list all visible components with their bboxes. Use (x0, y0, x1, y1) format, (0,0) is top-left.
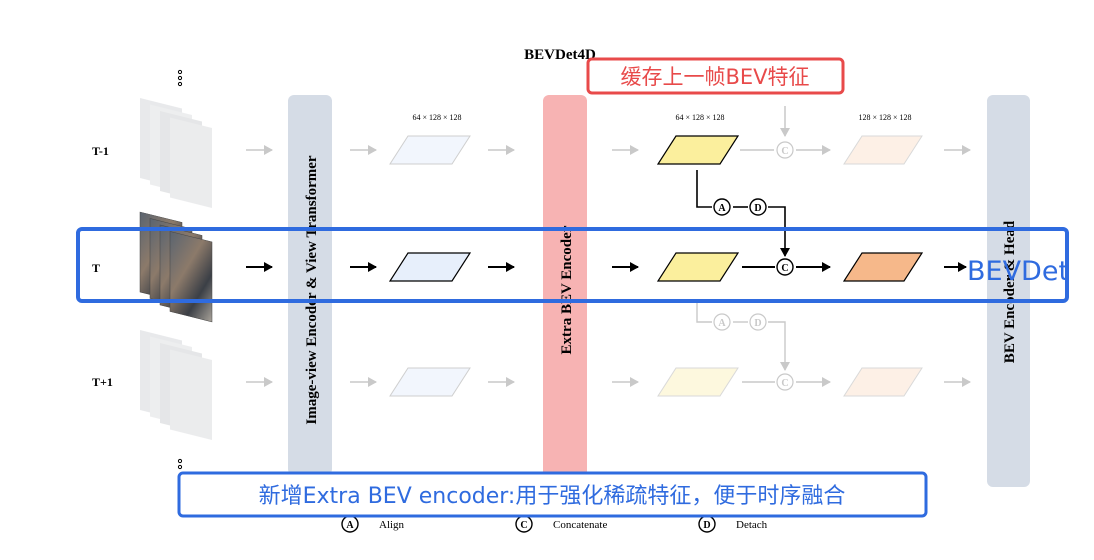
extra-encoder-annotation-text: 新增Extra BEV encoder:用于强化稀疏特征，便于时序融合 (259, 484, 846, 509)
svg-text:D: D (703, 520, 710, 531)
row-label-next: T+1 (92, 375, 113, 389)
feature-map-cur-2[interactable] (656, 252, 740, 282)
diagram-title: BEVDet4D (524, 47, 596, 63)
dim-label-1: 64 × 128 × 128 (412, 113, 461, 122)
svg-text:C: C (520, 520, 527, 531)
svg-text:A: A (346, 520, 354, 531)
dim-label-3: 128 × 128 × 128 (858, 113, 911, 122)
row-label-prev: T-1 (92, 144, 109, 158)
legend-concat-label: Concatenate (553, 519, 607, 531)
svg-text:A: A (718, 203, 726, 214)
extra-bev-encoder-block[interactable] (543, 95, 587, 487)
svg-text:C: C (781, 146, 788, 157)
bev-encoder-head-label: BEV Encoder & Head (1002, 220, 1018, 363)
legend-concat: C Concatenate (515, 515, 607, 533)
camera-stack-cur[interactable] (139, 211, 213, 323)
camera-stack-prev (140, 97, 212, 208)
ellipsis-top (177, 69, 183, 87)
legend-detach: D Detach (698, 515, 768, 533)
camera-stack-next (140, 330, 212, 440)
cache-annotation-text: 缓存上一帧BEV特征 (620, 65, 809, 89)
detach-op-faded: D (749, 313, 767, 331)
row-label-cur: T (92, 261, 100, 275)
svg-text:D: D (754, 203, 761, 214)
svg-text:A: A (718, 318, 726, 329)
legend-align: A Align (341, 515, 405, 533)
detach-op[interactable]: D (749, 198, 767, 216)
dim-label-2: 64 × 128 × 128 (675, 113, 724, 122)
feature-map-prev-2[interactable] (656, 135, 740, 165)
feature-map-next-3 (843, 367, 923, 397)
feature-map-next-2 (657, 367, 739, 397)
align-op[interactable]: A (713, 198, 731, 216)
temporal-link-faded (696, 300, 790, 371)
ellipsis-bottom (177, 458, 183, 470)
view-transformer-block[interactable] (288, 95, 332, 475)
extra-bev-encoder-label: Extra BEV Encoder (559, 225, 575, 354)
svg-text:C: C (781, 263, 788, 274)
align-op-faded: A (713, 313, 731, 331)
legend: A Align C Concatenate D Detach (341, 515, 768, 533)
view-transformer-label: Image-view Encoder & View Transformer (304, 155, 320, 424)
temporal-link (696, 170, 790, 257)
concat-op-next: C (776, 373, 794, 391)
concat-op-cur[interactable]: C (776, 258, 794, 276)
legend-detach-label: Detach (736, 519, 768, 531)
svg-text:D: D (754, 318, 761, 329)
feature-map-prev-3 (843, 135, 923, 165)
svg-text:C: C (781, 378, 788, 389)
extra-encoder-annotation-box (177, 471, 928, 518)
feature-map-cur-3[interactable] (842, 252, 924, 282)
feature-map-next-1 (389, 367, 471, 397)
row-prev-flow (246, 106, 971, 155)
bev-encoder-head-block[interactable] (987, 95, 1030, 487)
legend-align-label: Align (379, 519, 405, 531)
cache-annotation-box (586, 57, 845, 95)
concat-op-prev: C (776, 141, 794, 159)
bevdet-highlight-box (76, 227, 1069, 303)
feature-map-prev-1 (389, 135, 471, 165)
bevdet-annotation-text: BEVDet (967, 256, 1069, 287)
feature-map-cur-1[interactable] (388, 252, 472, 282)
